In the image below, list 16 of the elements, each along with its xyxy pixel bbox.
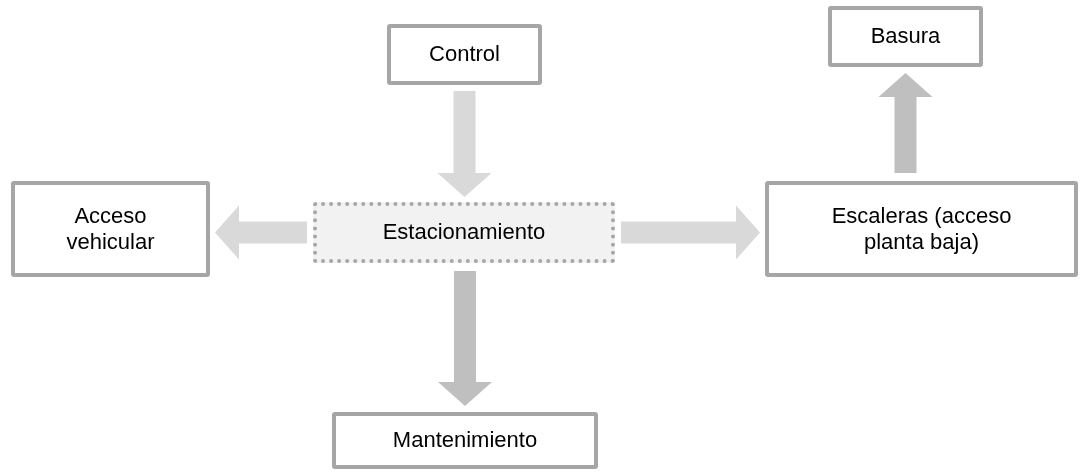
block-arrow [215,205,307,260]
dotted-process-box [313,202,615,263]
box-label: Basura [870,23,941,50]
block-arrow [621,205,760,260]
process-box [11,181,210,277]
process-box [387,24,542,85]
block-arrow [438,271,492,406]
box-label: Mantenimiento [392,427,538,454]
box-label: Estacionamiento [382,219,546,246]
process-box [828,6,983,67]
box-label: Control [429,41,500,68]
block-arrow [437,91,492,197]
process-box [332,412,598,469]
box-label: Escaleras (acceso planta baja) [830,202,1013,256]
process-box [765,181,1078,277]
box-label: Acceso vehicular [65,202,156,256]
